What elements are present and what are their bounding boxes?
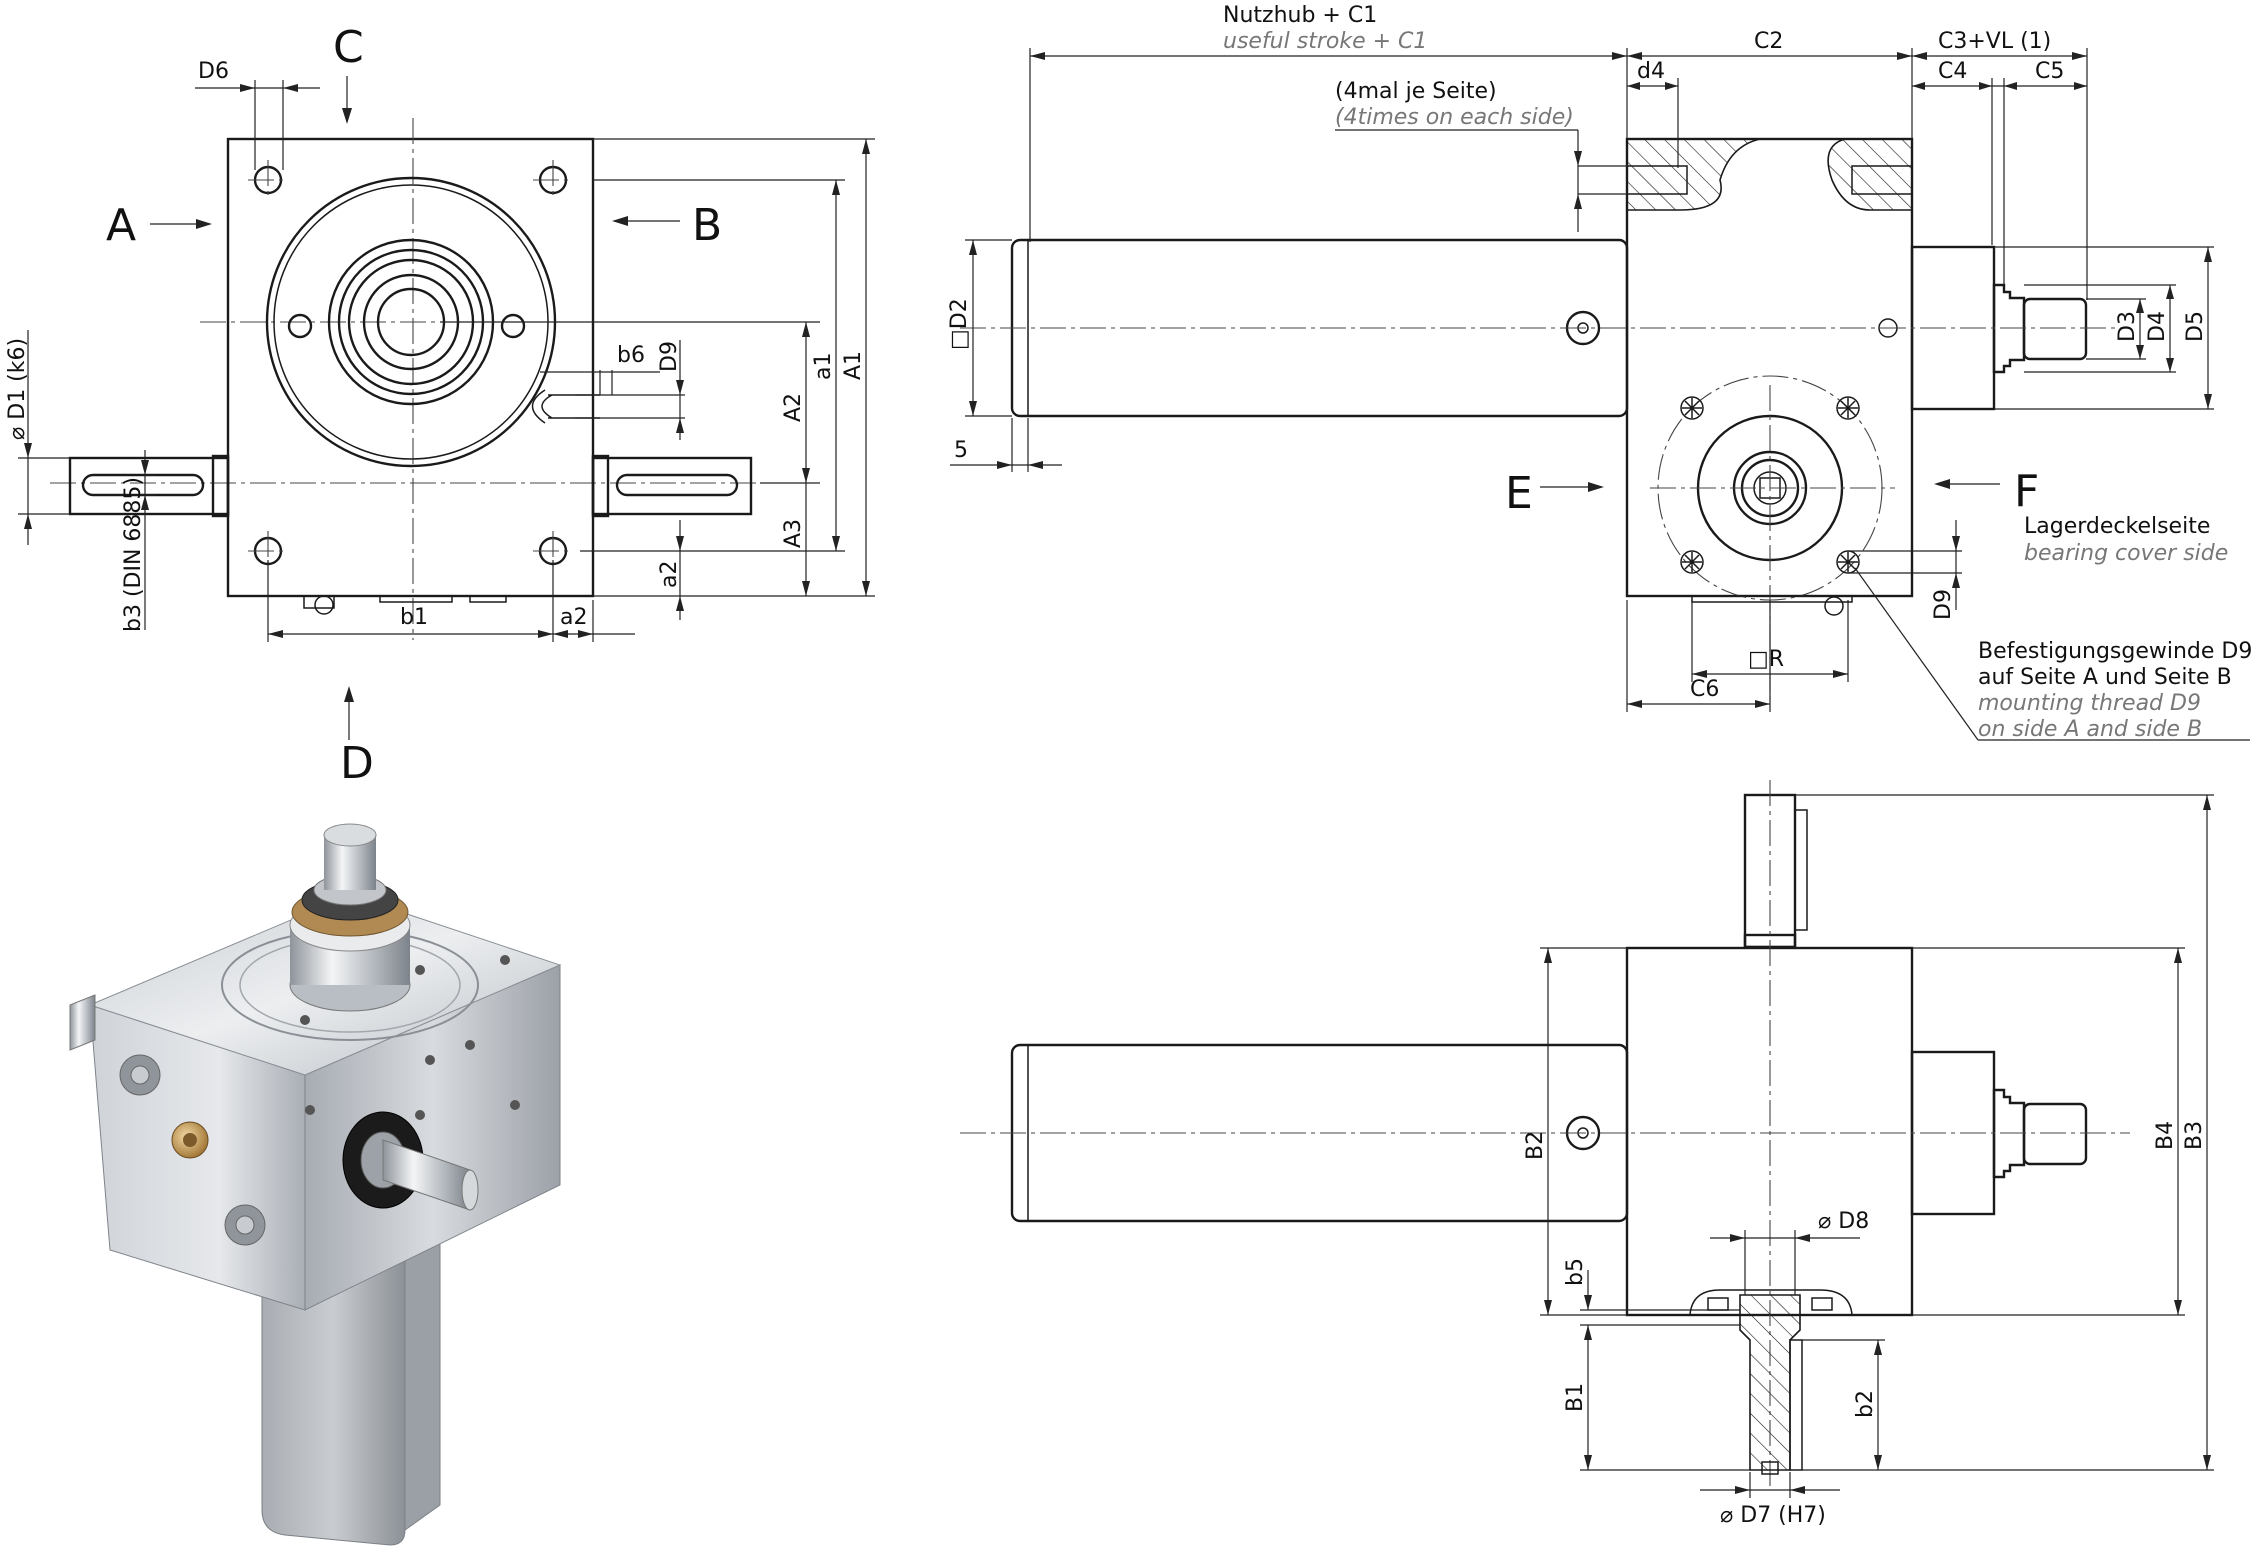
label-a1: a1: [811, 353, 836, 380]
label-bearing-cover: bearing cover side: [2024, 541, 2228, 566]
label-a2-vert: a2: [657, 561, 682, 588]
label-b2-upper: B2: [1523, 1131, 1548, 1160]
label-d7: ⌀ D7 (H7): [1720, 1503, 1826, 1528]
label-c6: C6: [1690, 677, 1719, 702]
label-d9-front: D9: [657, 341, 682, 372]
label-befestigung-2: auf Seite A und Seite B: [1978, 665, 2232, 690]
label-view-d: D: [340, 738, 374, 789]
label-a-1: A1: [841, 351, 866, 380]
label-c5: C5: [2035, 59, 2064, 84]
label-b1: b1: [400, 605, 428, 630]
label-4mal: (4mal je Seite): [1335, 79, 1497, 104]
label-view-e: E: [1505, 468, 1533, 519]
label-d9-side: D9: [1931, 589, 1956, 620]
label-b6: b6: [617, 343, 645, 368]
label-five: 5: [954, 438, 968, 463]
label-d1: ⌀ D1 (k6): [5, 338, 30, 440]
label-4times: (4times on each side): [1335, 105, 1574, 130]
label-befestigung-1: Befestigungsgewinde D9: [1978, 639, 2252, 664]
top-view-dimensions: B2 B4 B3 ⌀ D8 b5 B1 b2 ⌀ D7 (H7): [1523, 794, 2214, 1528]
label-a2-horiz: a2: [560, 605, 587, 630]
label-b5: b5: [1563, 1258, 1588, 1286]
label-mounting-1: mounting thread D9: [1978, 691, 2201, 716]
label-b3-upper: B3: [2182, 1121, 2207, 1150]
label-d8: ⌀ D8: [1818, 1209, 1869, 1234]
label-useful-stroke: useful stroke + C1: [1223, 29, 1427, 54]
label-c2: C2: [1754, 29, 1783, 54]
front-view-dimensions: D6 C A B D ⌀ D1 (k6) b3 (DIN 6885) b6 D9: [5, 22, 875, 789]
front-view: [50, 118, 760, 640]
label-d2: □D2: [947, 298, 972, 350]
label-r: □R: [1748, 647, 1784, 672]
label-d4: D4: [2145, 311, 2170, 342]
label-d6: D6: [198, 59, 229, 84]
label-b4: B4: [2153, 1121, 2178, 1150]
label-view-c: C: [333, 22, 364, 73]
label-view-b: B: [692, 200, 722, 251]
label-view-f: F: [2014, 466, 2039, 517]
label-d3: D3: [2115, 311, 2140, 342]
label-a-2: A2: [781, 393, 806, 422]
label-nutzhub: Nutzhub + C1: [1223, 3, 1377, 28]
side-view-dimensions: Nutzhub + C1 useful stroke + C1 C2 C3+VL…: [947, 3, 2252, 742]
label-b2-lower: b2: [1853, 1390, 1878, 1418]
label-c3vl: C3+VL (1): [1938, 29, 2051, 54]
label-d4-small: d4: [1637, 59, 1665, 84]
label-mounting-2: on side A and side B: [1978, 717, 2202, 742]
label-view-a: A: [106, 200, 136, 251]
product-render: [69, 823, 562, 1546]
label-b1-upper: B1: [1563, 1383, 1588, 1412]
label-b3-din: b3 (DIN 6885): [121, 477, 146, 632]
top-view: [960, 780, 2130, 1490]
label-lagerdeckelseite: Lagerdeckelseite: [2024, 514, 2210, 539]
label-d5: D5: [2183, 311, 2208, 342]
label-c4: C4: [1938, 59, 1967, 84]
label-a-3: A3: [781, 519, 806, 548]
